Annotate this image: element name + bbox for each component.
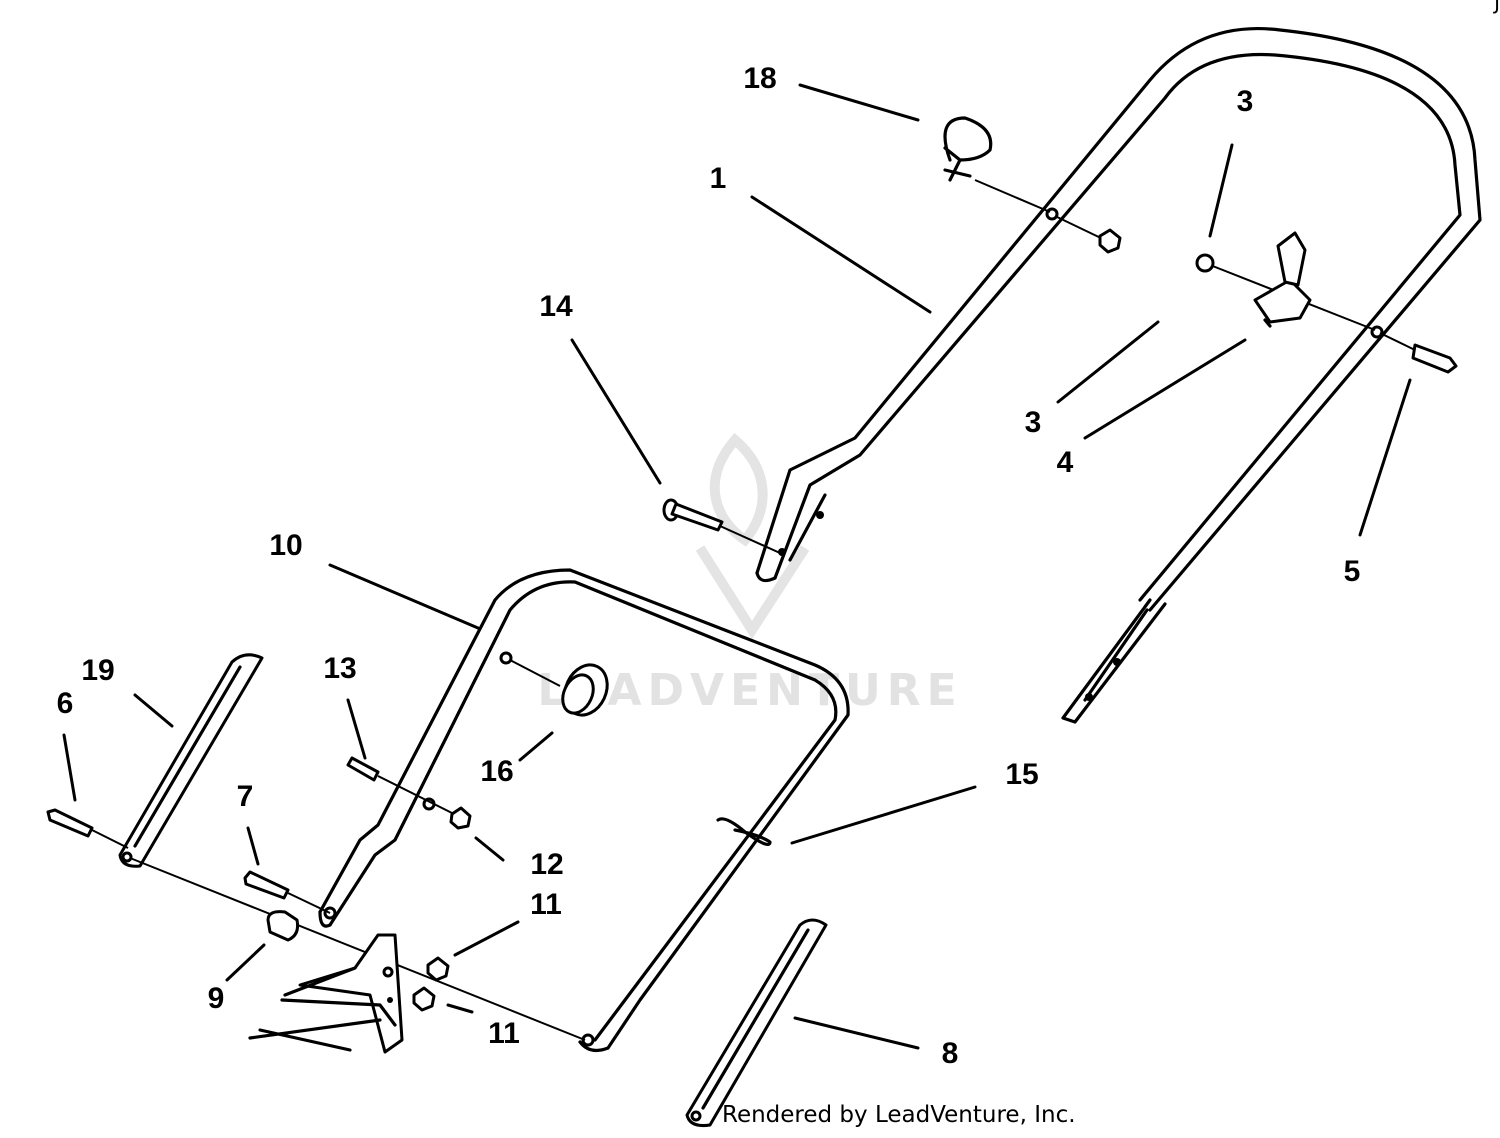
bolt-14 (662, 498, 781, 554)
spring-clip-15 (716, 817, 772, 846)
leader-lines (62, 83, 1412, 1050)
throttle-control (1253, 231, 1312, 328)
callout-5: 5 (1344, 555, 1361, 588)
callout-15: 15 (1005, 758, 1038, 791)
wire-clip (943, 116, 1051, 213)
callout-12: 12 (530, 848, 563, 881)
callout-11-upper: 11 (530, 888, 562, 921)
callout-18: 18 (743, 62, 776, 95)
handle-knob (509, 659, 609, 717)
lower-handle (318, 568, 850, 1053)
callout-19: 19 (81, 654, 114, 687)
callout-11-lower: 11 (488, 1017, 520, 1050)
hex-nut-control (1195, 253, 1215, 273)
callout-16: 16 (480, 755, 513, 788)
callout-3-top: 3 (1237, 85, 1254, 118)
hex-nut-12 (449, 806, 472, 830)
callout-6: 6 (57, 687, 74, 720)
callout-14: 14 (539, 290, 573, 323)
slotted-bar-8 (685, 918, 828, 1127)
bolt-13 (346, 756, 461, 818)
hex-nut-top (1054, 215, 1122, 254)
corner-mark: J (1494, 0, 1500, 14)
callout-3-bottom: 3 (1025, 406, 1042, 439)
bolt-6 (46, 808, 129, 849)
render-credit: Rendered by LeadVenture, Inc. (722, 1102, 1076, 1128)
callout-9: 9 (208, 982, 225, 1015)
watermark-logo-icon (695, 432, 810, 640)
spacer-9 (266, 910, 300, 942)
callout-1: 1 (710, 162, 727, 195)
callout-8: 8 (942, 1037, 959, 1070)
callout-7: 7 (237, 780, 254, 813)
upper-handle (755, 26, 1482, 724)
deck-bracket (248, 933, 404, 1054)
callout-4: 4 (1057, 446, 1074, 479)
bolt-7 (243, 870, 331, 914)
hex-nut-11-upper (426, 956, 450, 982)
carriage-bolt-5 (1379, 332, 1458, 374)
callout-10: 10 (269, 529, 302, 562)
hex-nut-11-lower (412, 986, 436, 1012)
callout-13: 13 (323, 652, 356, 685)
lower-axis (129, 857, 586, 1041)
slotted-bar-19 (118, 653, 264, 868)
